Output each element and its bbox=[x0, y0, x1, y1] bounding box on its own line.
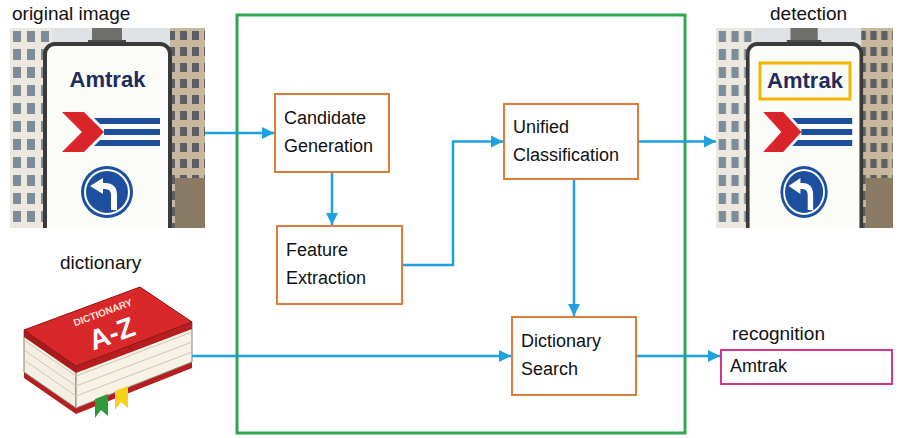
dictionary-book bbox=[115, 386, 128, 410]
box-text: Feature Extraction bbox=[286, 237, 393, 293]
detection-box bbox=[760, 63, 850, 99]
output-box: recognitionAmtrak bbox=[720, 349, 893, 385]
dictionary-book bbox=[24, 287, 192, 366]
flow-arrow bbox=[205, 132, 274, 135]
process-box: Dictionary Search bbox=[511, 316, 637, 396]
flow-arrow bbox=[331, 173, 334, 225]
dictionary-book bbox=[95, 394, 108, 418]
flow-arrow bbox=[573, 180, 576, 316]
sign-text: Amtrak bbox=[762, 68, 848, 94]
panel-heading: original image bbox=[12, 3, 130, 25]
panel-heading: dictionary bbox=[60, 252, 141, 274]
box-text: Amtrak bbox=[730, 353, 787, 381]
box-text: Unified Classification bbox=[513, 114, 629, 170]
panel-heading: recognition bbox=[732, 323, 825, 345]
original-photo bbox=[10, 28, 205, 228]
process-box: Feature Extraction bbox=[276, 225, 403, 305]
detection-photo bbox=[716, 28, 893, 228]
image-panel: detection bbox=[716, 28, 893, 228]
original-photo bbox=[10, 28, 205, 228]
flow-arrow bbox=[192, 355, 511, 358]
process-box: Candidate Generation bbox=[274, 93, 390, 173]
box-text: Candidate Generation bbox=[284, 105, 380, 161]
process-box: Unified Classification bbox=[503, 103, 639, 180]
panel-heading: detection bbox=[770, 3, 847, 25]
detection-photo bbox=[716, 28, 893, 228]
dictionary-book bbox=[24, 287, 192, 418]
sign-text: Amtrak bbox=[45, 67, 170, 93]
box-text: Dictionary Search bbox=[521, 328, 627, 384]
image-panel: original image bbox=[10, 28, 205, 228]
flow-arrow bbox=[639, 140, 716, 143]
flow-arrow bbox=[403, 142, 503, 266]
system-frame bbox=[237, 15, 685, 433]
flow-arrow bbox=[637, 355, 720, 358]
